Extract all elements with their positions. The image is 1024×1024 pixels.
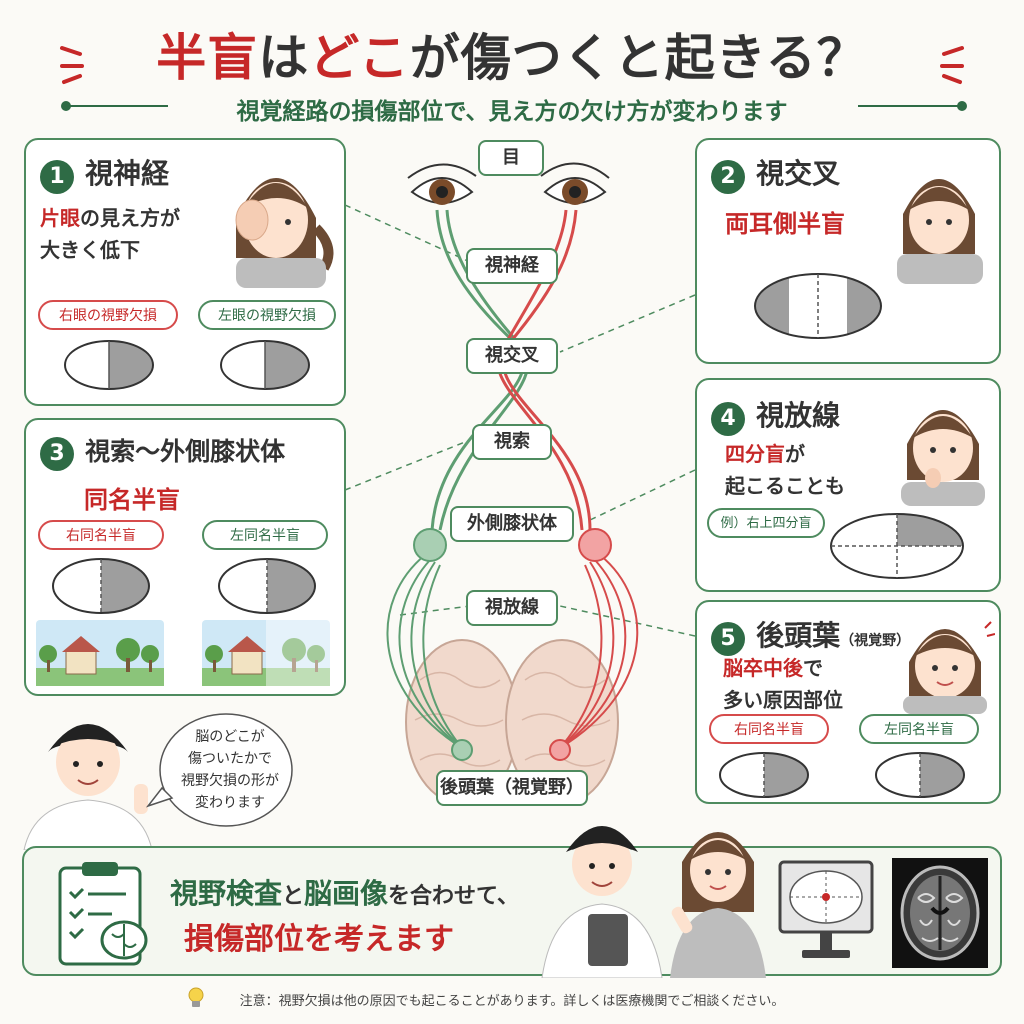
panel3-number: 3 [40,437,74,471]
panel-chiasm: 2 視交叉 両耳側半盲 [695,138,1001,364]
brain-mri-image [892,858,988,968]
speech-bubble-shape [146,713,293,827]
scene-left-homonymous-image [202,620,330,686]
panel5-header: 5 後頭葉（視覚野） [711,614,910,656]
visual-field-occipital-left [875,752,965,798]
panel1-description: 片眼の見え方が 大きく低下 [40,206,180,262]
doctor-pointing-illustration [23,724,153,850]
eyes-illustration [407,162,610,205]
panel5-description: 脳卒中後で 多い原因部位 [723,656,843,712]
panel4-header: 4 視放線 [711,394,840,436]
label-chiasm: 視交叉 [466,338,558,374]
panel2-header: 2 視交叉 [711,152,840,194]
panel5-title: 後頭葉 [756,619,841,652]
woman-covering-eye-illustration [235,178,334,288]
summary-line-1: 視野検査と脳画像を合わせて、 [170,877,519,910]
brain-illustration [405,639,619,805]
panel1-header: 1 視神経 [40,152,169,194]
label-eye: 目 [478,140,544,176]
panel-occipital: 5 後頭葉（視覚野） 脳卒中後で 多い原因部位 右同名半盲 左同名半盲 [695,600,1001,804]
panel3-header: 3 視索〜外側膝状体 [40,432,285,471]
panel-summary: 視野検査と脳画像を合わせて、 損傷部位を考えます [22,826,1002,978]
tag-left-eye-defect: 左眼の視野欠損 [198,300,336,330]
page-title: 半盲はどこが傷つくと起きる？ [156,29,868,87]
panel4-number: 4 [711,402,745,436]
title-accent-marks [60,46,964,84]
summary-line-2: 損傷部位を考えます [184,922,454,957]
panel1-title: 視神経 [85,157,170,190]
leader-lines [344,204,696,637]
woman-thinking-illustration [897,179,983,284]
panel3-result: 同名半盲 [84,486,180,514]
visual-field-test-monitor [778,860,874,958]
panel2-number: 2 [711,160,745,194]
panel-optic-nerve: 1 視神経 片眼の見え方が 大きく低下 右眼の視野欠損 左眼の視野欠損 [24,138,346,406]
visual-field-occipital-right [719,752,809,798]
label-occipital-lobe: 後頭葉（視覚野） [436,770,588,806]
label-optic-radiation: 視放線 [466,590,558,626]
panel4-description: 四分盲が 起こることも [725,442,845,498]
speech-bubble: 脳のどこが 傷ついたかで 視野欠損の形が 変わります [146,710,296,832]
panel5-title-note: （視覚野） [840,633,911,649]
visual-field-right-eye [64,340,154,390]
panel-tract-lgn: 3 視索〜外側膝状体 同名半盲 右同名半盲 左同名半盲 [24,418,346,696]
panel4-title: 視放線 [756,399,841,432]
clipboard-brain-icon [58,862,148,966]
tag-left-homonymous: 左同名半盲 [202,520,328,550]
label-lgn: 外側膝状体 [450,506,574,542]
visual-field-left-eye [220,340,310,390]
tag-right-homonymous-occipital: 右同名半盲 [709,714,829,744]
panel1-number: 1 [40,160,74,194]
visual-field-quadrantanopia [830,513,964,579]
doctor-and-patient-illustration [541,826,766,978]
footnote: 注意：視野欠損は他の原因でも起こることがあります。詳しくは医療機関でご相談くださ… [239,994,785,1009]
label-optic-nerve: 視神経 [466,248,558,284]
subtitle-rules [61,101,967,111]
visual-field-left-homonymous [218,558,316,614]
tag-right-homonymous: 右同名半盲 [38,520,164,550]
label-optic-tract: 視索 [472,424,552,460]
visual-field-right-homonymous [52,558,150,614]
woman-smiling-illustration [903,621,995,714]
panel2-result: 両耳側半盲 [725,210,845,238]
panel3-title: 視索〜外側膝状体 [85,437,286,466]
tag-right-eye-defect: 右眼の視野欠損 [38,300,178,330]
panel-optic-radiation: 4 視放線 四分盲が 起こることも 例）右上四分盲 [695,378,1001,592]
subtitle: 視覚経路の損傷部位で、見え方の欠け方が変わります [236,99,788,125]
visual-field-bitemporal [754,273,882,339]
scene-right-homonymous-image [36,620,164,686]
speech-bubble-text: 脳のどこが 傷ついたかで 視野欠損の形が 変わります [181,729,279,811]
woman-pondering-illustration [901,410,985,506]
tag-left-homonymous-occipital: 左同名半盲 [859,714,979,744]
panel5-number: 5 [711,622,745,656]
lightbulb-icon [188,987,204,1007]
tag-example-quadrant: 例）右上四分盲 [707,508,825,538]
panel2-title: 視交叉 [756,157,841,190]
